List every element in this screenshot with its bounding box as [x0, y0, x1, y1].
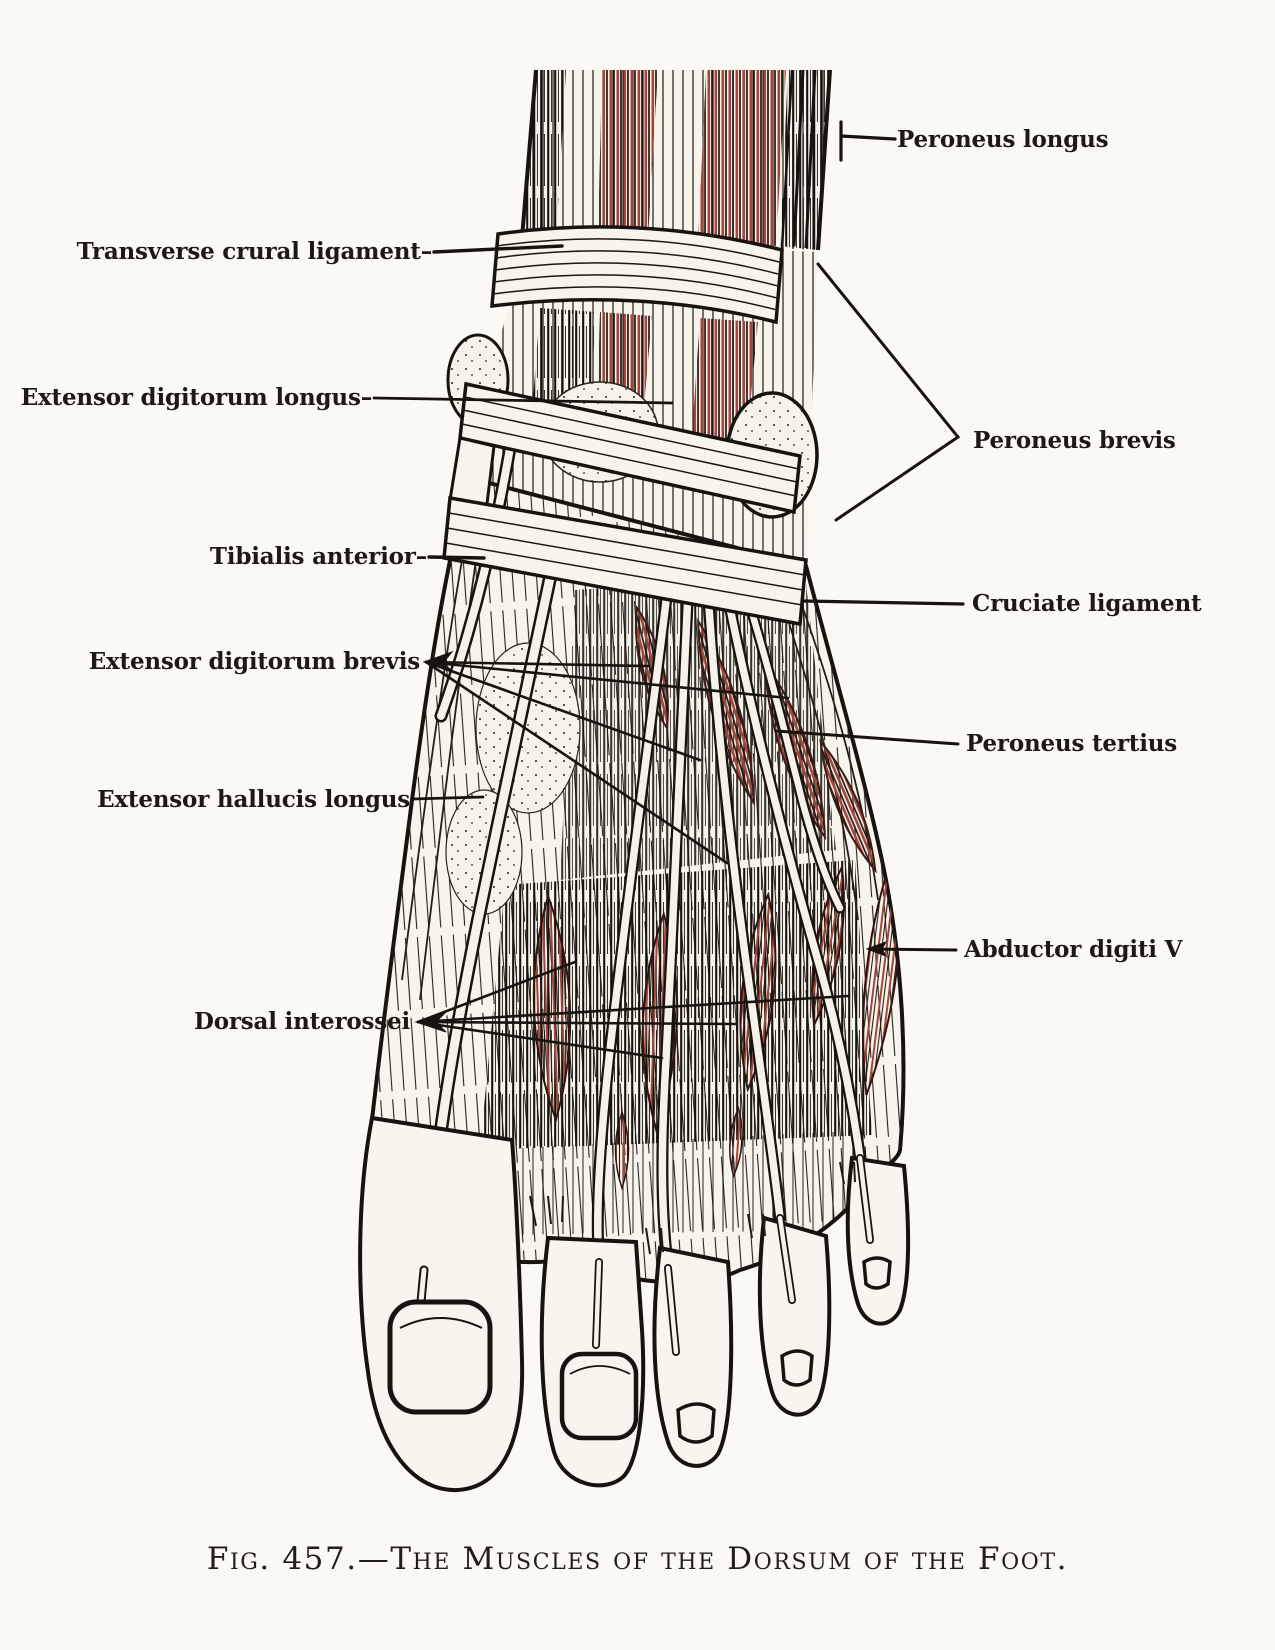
label-peroneus-tertius: Peroneus tertius [966, 730, 1178, 757]
leg-muscle-red-left [598, 70, 658, 240]
leader-extensor-digitorum-longus [372, 396, 674, 405]
toenails [387, 1256, 892, 1444]
leader-lines [372, 120, 965, 1060]
toenail-4 [780, 1349, 814, 1387]
label-extensor-digitorum-longus: Extensor digitorum longus– [20, 384, 372, 411]
leader-peroneus-tertius [774, 729, 960, 746]
transverse-crural-ligament-band [490, 225, 784, 325]
toe-valley-shading [529, 1161, 856, 1255]
cruciate-ligament-band [442, 495, 808, 627]
extensor-digitorum-longus-tendons [591, 579, 866, 1274]
leg-muscle-red-right [698, 70, 786, 246]
peroneus-tertius-tendon [736, 574, 846, 914]
label-peroneus-longus: Peroneus longus [897, 126, 1109, 153]
extensor-tendons [417, 429, 866, 1322]
leader-extensor-hallucis-longus [410, 795, 485, 801]
toenail-5 [862, 1256, 892, 1290]
label-extensor-hallucis-longus: Extensor hallucis longus [97, 786, 410, 813]
lower-leg [520, 69, 832, 251]
oblique-retinaculum-band [448, 381, 802, 515]
label-cruciate-ligament: Cruciate ligament [972, 590, 1202, 617]
leader-cruciate-ligament [801, 599, 965, 606]
label-transverse-crural-ligament: Transverse crural ligament– [76, 238, 433, 265]
toenail-2 [559, 1351, 639, 1441]
leader-extensor-digitorum-brevis [422, 650, 790, 865]
leader-tibialis-anterior [427, 555, 486, 560]
label-peroneus-brevis: Peroneus brevis [973, 427, 1176, 454]
leader-dorsal-interossei [414, 960, 850, 1060]
tibialis-anterior-tendon [434, 429, 519, 723]
toe-5 [845, 1155, 911, 1326]
label-dorsal-interossei: Dorsal interossei [193, 1008, 410, 1035]
navicular-bone [475, 642, 581, 814]
leader-abductor-digiti-v [865, 941, 958, 957]
toenail-3 [676, 1402, 716, 1444]
big-toenail [387, 1299, 493, 1415]
peroneus-tendons [780, 69, 817, 249]
leader-peroneus-brevis [816, 262, 961, 522]
label-tibialis-anterior: Tibialis anterior– [209, 543, 427, 570]
leader-transverse-crural-ligament [432, 244, 564, 254]
label-abductor-digiti-v: Abductor digiti V [964, 936, 1183, 963]
leader-peroneus-longus [839, 120, 897, 162]
label-extensor-digitorum-brevis: Extensor digitorum brevis [88, 648, 421, 675]
tendon-insertions [415, 1154, 874, 1356]
figure-caption: Fig. 457.—The Muscles of the Dorsum of t… [206, 1541, 1069, 1577]
